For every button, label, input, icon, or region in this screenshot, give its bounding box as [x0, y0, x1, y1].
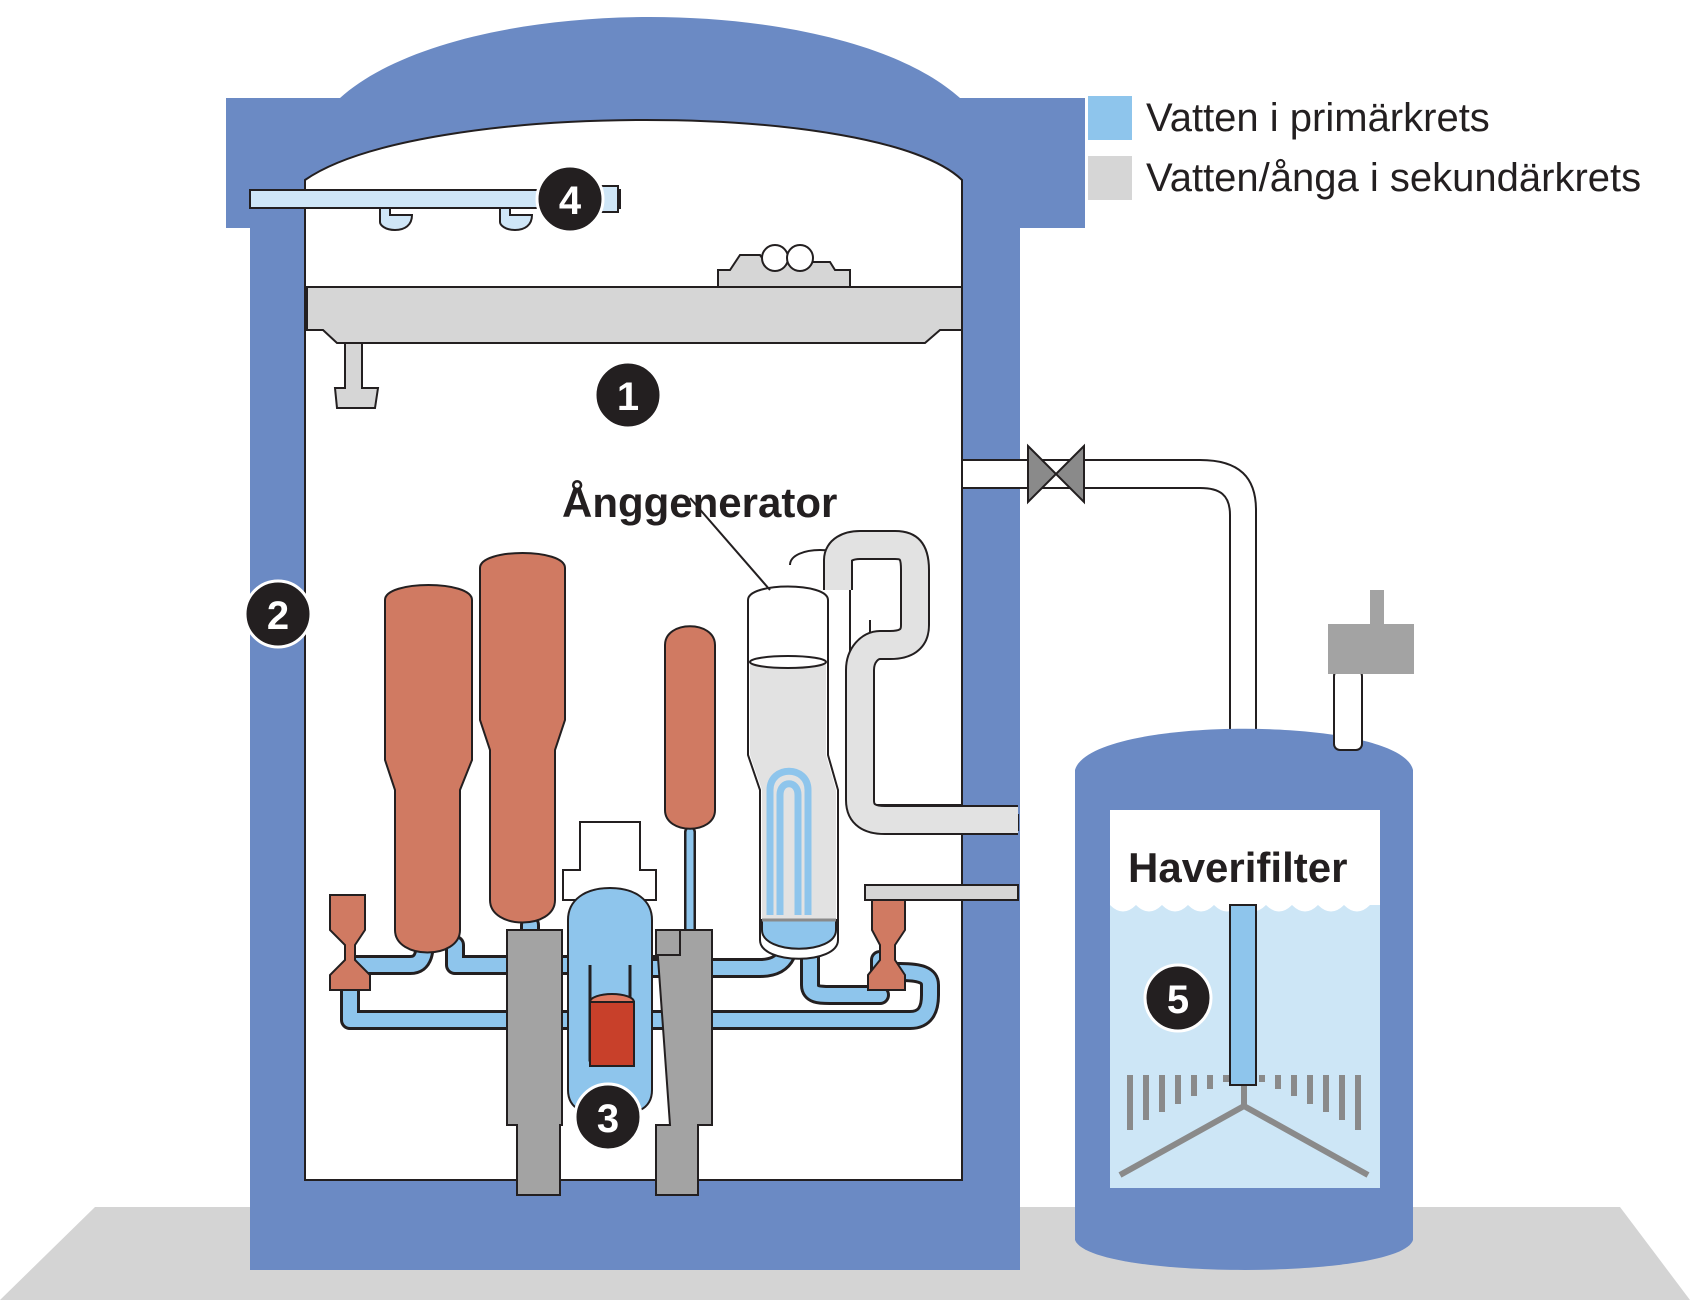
legend-swatch-secondary [1088, 156, 1132, 200]
scrubber-nozzles [1118, 1075, 1370, 1178]
marker-3: 3 [573, 1082, 643, 1152]
coolant-pump-left [329, 894, 371, 991]
reactor-core [589, 1001, 635, 1067]
legend-label-primary: Vatten i primärkrets [1146, 95, 1490, 140]
marker-2: 2 [243, 579, 313, 649]
polar-crane [306, 244, 963, 409]
legend: Vatten i primärkrets Vatten/ånga i sekun… [1088, 88, 1641, 208]
legend-swatch-primary [1088, 96, 1132, 140]
pressurizer [664, 625, 716, 830]
svg-text:2: 2 [267, 594, 289, 638]
legend-item-secondary: Vatten/ånga i sekundärkrets [1088, 148, 1641, 208]
steam-generator-cutaway [689, 497, 1019, 960]
svg-text:1: 1 [617, 375, 639, 419]
vent-pipe-submerged [1229, 904, 1257, 1086]
shielding [506, 929, 713, 1196]
svg-text:4: 4 [559, 179, 582, 223]
legend-item-primary: Vatten i primärkrets [1088, 88, 1641, 148]
spray-system [249, 185, 621, 232]
coolant-pump-right [867, 894, 906, 991]
legend-label-secondary: Vatten/ånga i sekundärkrets [1146, 155, 1642, 200]
reactor-vessel [562, 821, 657, 1117]
svg-text:5: 5 [1167, 978, 1189, 1022]
svg-text:3: 3 [597, 1097, 619, 1141]
filter-label: Haverifilter [1128, 844, 1347, 891]
marker-4: 4 [535, 164, 605, 234]
steam-generator-label: Ånggenerator [562, 479, 837, 526]
marker-1: 1 [593, 360, 663, 430]
filter-exhaust [1328, 590, 1414, 751]
steam-generator-left [384, 584, 473, 954]
steam-generator-middle [479, 552, 566, 924]
marker-5: 5 [1143, 963, 1213, 1033]
